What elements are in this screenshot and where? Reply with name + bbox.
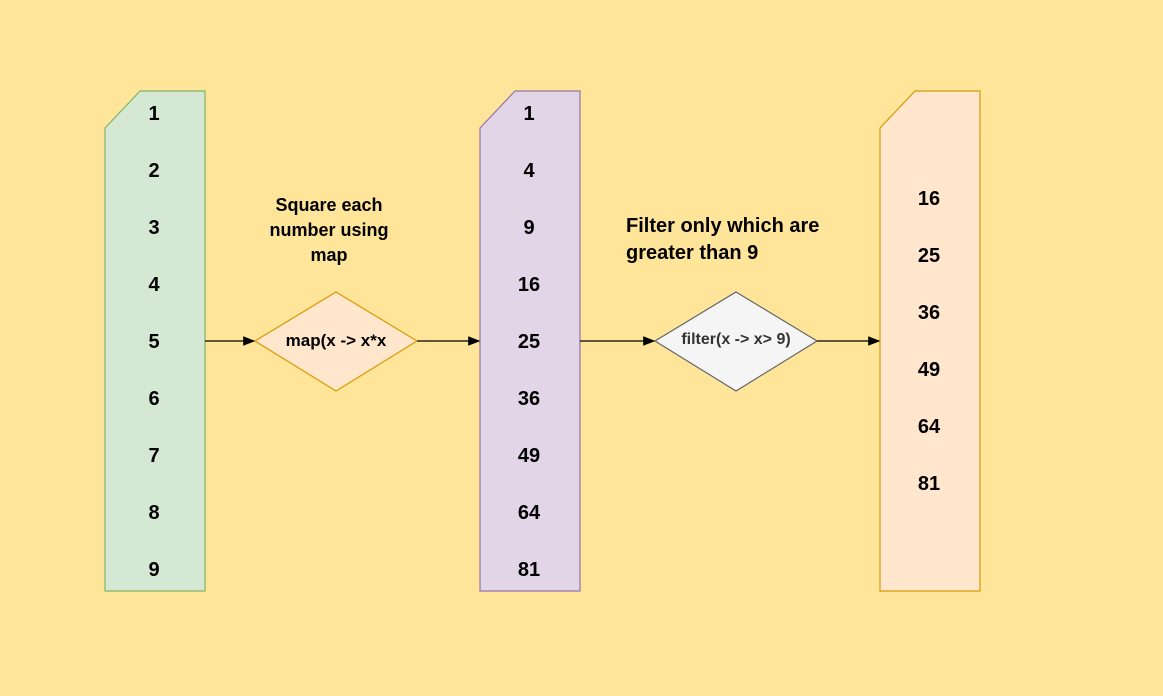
list-item: 64	[517, 502, 541, 524]
list-item: 7	[148, 445, 160, 467]
filtered-list-card	[879, 90, 981, 592]
list-item: 4	[148, 274, 160, 296]
list-item: 16	[917, 188, 941, 210]
filter-caption-line: greater than 9	[626, 242, 759, 264]
list-item: 8	[148, 502, 160, 524]
list-item: 49	[917, 359, 941, 381]
list-item: 5	[148, 331, 160, 353]
map-caption-line: number using	[269, 220, 389, 240]
list-item: 25	[917, 245, 941, 267]
list-item: 3	[148, 217, 160, 239]
map-caption-line: Square each	[275, 195, 383, 215]
list-item: 4	[523, 160, 535, 182]
map-node-label: map(x -> x*x	[285, 331, 387, 350]
list-item: 2	[148, 160, 160, 182]
filter-caption-line: Filter only which are	[626, 215, 820, 237]
list-item: 81	[517, 559, 541, 581]
map-caption-line: map	[310, 245, 348, 265]
list-item: 36	[517, 388, 541, 410]
filter-node	[653, 291, 819, 392]
list-item: 25	[517, 331, 541, 353]
list-item: 36	[917, 302, 941, 324]
list-item: 49	[517, 445, 541, 467]
list-item: 81	[917, 473, 941, 495]
list-item: 1	[523, 103, 535, 125]
filter-node-label: filter(x -> x> 9)	[681, 331, 791, 348]
list-item: 1	[148, 103, 160, 125]
list-item: 16	[517, 274, 541, 296]
list-item: 9	[523, 217, 535, 239]
map-caption: Square each number using map	[239, 193, 419, 268]
list-item: 64	[917, 416, 941, 438]
list-item: 9	[148, 559, 160, 581]
list-item: 6	[148, 388, 160, 410]
map-node	[253, 291, 419, 392]
filter-caption: Filter only which are greater than 9	[626, 213, 886, 267]
